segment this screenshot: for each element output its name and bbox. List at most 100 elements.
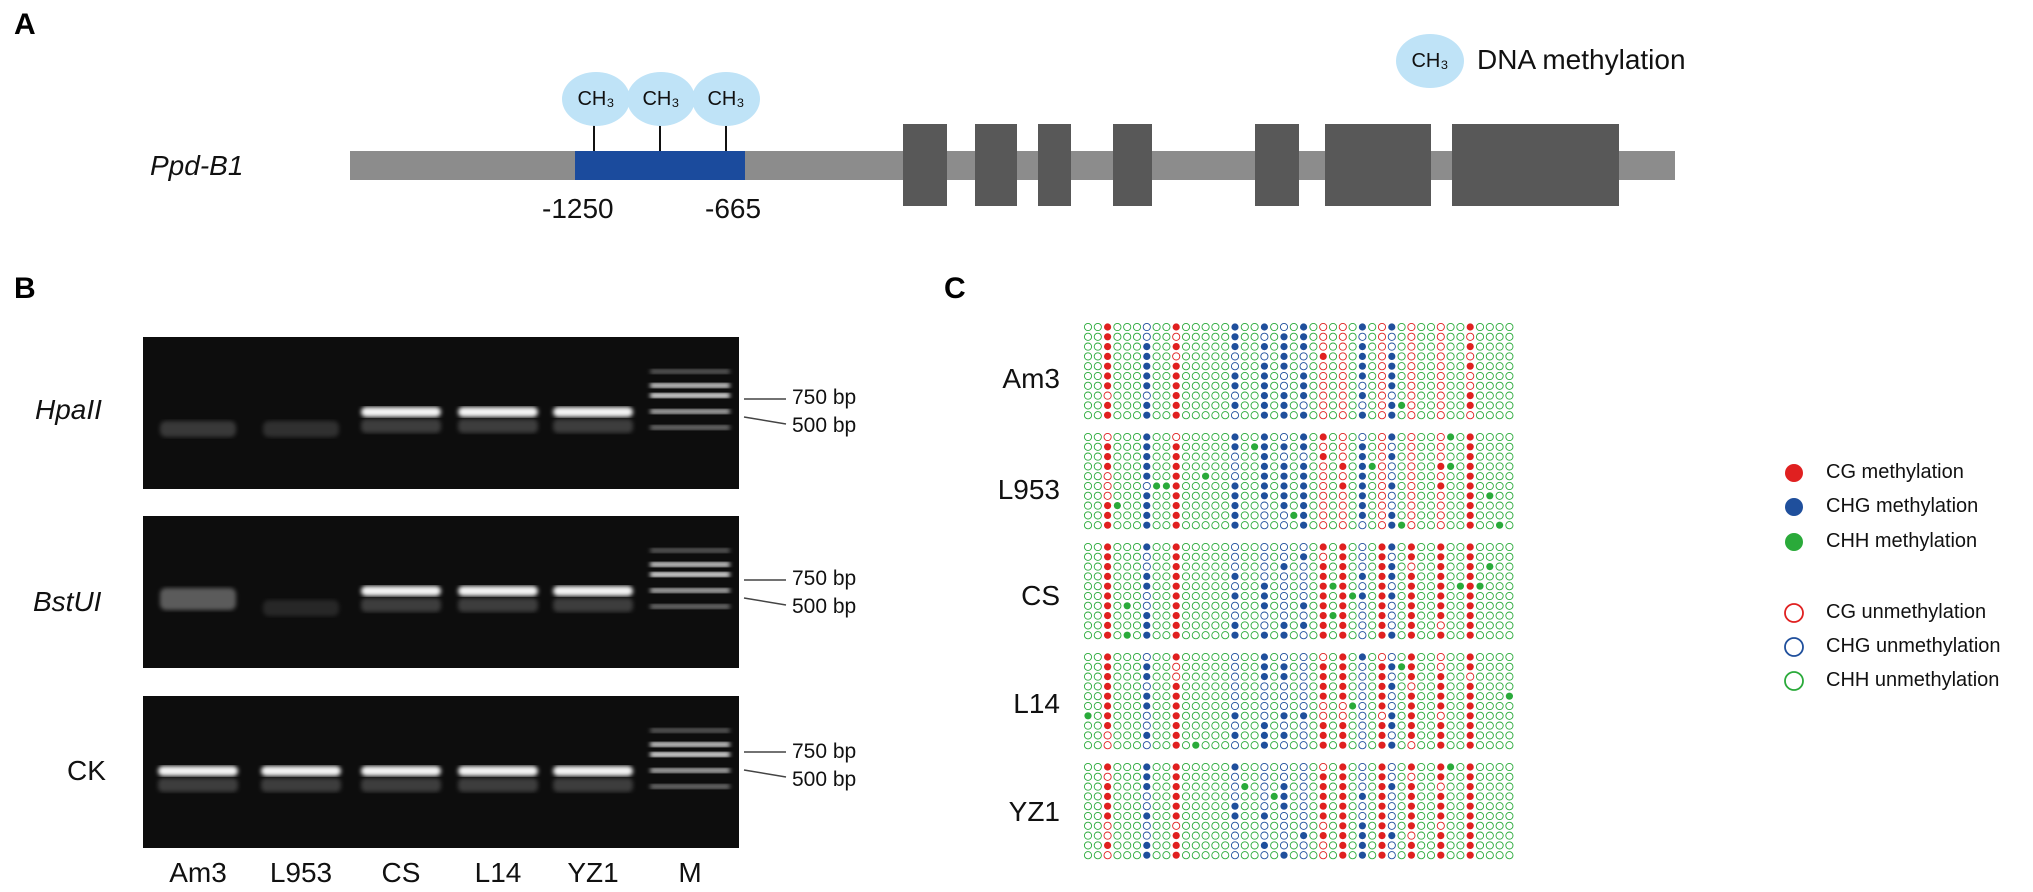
cytosine-site [1368, 821, 1377, 830]
cytosine-site [1142, 591, 1151, 601]
marker-leader-lines [743, 398, 787, 778]
cytosine-site [1505, 411, 1514, 420]
cytosine-site [1104, 443, 1112, 451]
cytosine-site [1152, 762, 1161, 772]
cytosine-site [1260, 792, 1269, 801]
band-smear [458, 419, 538, 433]
cytosine-site [1142, 711, 1151, 720]
cytosine-site [1260, 682, 1269, 691]
cytosine-site [1466, 472, 1474, 480]
cytosine-site [1496, 521, 1504, 529]
cytosine-site [1417, 401, 1426, 410]
cytosine-site [1309, 391, 1318, 400]
cytosine-site [1328, 401, 1338, 410]
cytosine-site [1387, 851, 1396, 860]
cytosine-site [1456, 462, 1465, 471]
cytosine-site [1485, 401, 1494, 410]
cytosine-site [1378, 741, 1386, 749]
cytosine-site [1446, 582, 1455, 591]
cytosine-site [1132, 442, 1142, 451]
cytosine-site [1495, 462, 1504, 471]
cytosine-site [1221, 821, 1230, 830]
cytosine-site [1358, 552, 1367, 561]
cytosine-site [1475, 332, 1485, 341]
cytosine-site [1417, 802, 1426, 811]
cytosine-site [1201, 521, 1210, 530]
cytosine-site [1407, 371, 1416, 381]
cytosine-site [1368, 701, 1377, 711]
cytosine-site [1417, 692, 1426, 701]
cytosine-site [1221, 511, 1230, 520]
cytosine-site [1289, 682, 1298, 691]
cytosine-site [1201, 371, 1210, 381]
cytosine-site [1211, 701, 1220, 711]
cytosine-site [1083, 601, 1093, 610]
cytosine-site [1485, 332, 1494, 341]
cytosine-site [1426, 811, 1436, 821]
cytosine-site [1162, 542, 1171, 552]
cytosine-site [1231, 712, 1239, 720]
cytosine-site [1426, 371, 1436, 381]
cytosine-site [1250, 511, 1259, 520]
cytosine-site [1388, 401, 1396, 409]
cytosine-site [1113, 782, 1122, 791]
cytosine-site [1191, 802, 1200, 811]
cytosine-site [1505, 682, 1514, 691]
cytosine-site [1084, 712, 1092, 720]
cytosine-site [1437, 553, 1445, 561]
cytosine-site [1388, 433, 1396, 441]
cytosine-site [1407, 612, 1415, 620]
cytosine-site [1191, 611, 1200, 620]
cytosine-site [1475, 552, 1485, 561]
cytosine-site [1260, 433, 1268, 441]
cytosine-site [1319, 711, 1328, 720]
cytosine-site [1397, 332, 1406, 341]
cytosine-site [1172, 511, 1180, 519]
cytosine-site [1143, 453, 1151, 461]
cytosine-site [1339, 602, 1347, 610]
cytosine-site [1093, 552, 1102, 561]
cytosine-site [1211, 501, 1220, 510]
cytosine-site [1142, 601, 1151, 610]
region-start-label: -1250 [542, 193, 614, 224]
cytosine-site [1191, 831, 1200, 840]
cytosine-site [1348, 792, 1357, 801]
cytosine-site [1368, 621, 1377, 630]
cytosine-site [1446, 342, 1455, 351]
cytosine-site [1260, 851, 1269, 860]
cytosine-site [1319, 692, 1327, 700]
cytosine-site [1358, 762, 1367, 772]
cytosine-site [1475, 692, 1485, 701]
cytosine-site [1123, 552, 1132, 561]
cytosine-site [1475, 572, 1485, 581]
cytosine-site [1113, 462, 1122, 471]
cytosine-site [1191, 472, 1200, 481]
cytosine-site [1211, 452, 1220, 461]
cytosine-site [1495, 831, 1504, 840]
marker-band [650, 742, 730, 747]
cytosine-site [1495, 371, 1504, 381]
cytosine-site [1280, 673, 1288, 681]
cytosine-site [1221, 352, 1230, 361]
cytosine-site [1083, 511, 1093, 520]
cytosine-site [1231, 343, 1239, 351]
cytosine-site [1358, 332, 1367, 341]
cytosine-site [1250, 562, 1259, 571]
cytosine-site [1378, 543, 1386, 551]
cytosine-site [1152, 552, 1161, 561]
cytosine-site [1093, 782, 1102, 791]
cytosine-site [1231, 502, 1239, 510]
cytosine-site [1083, 741, 1093, 750]
cytosine-site [1211, 481, 1220, 491]
cytosine-site [1270, 762, 1279, 772]
cytosine-site [1250, 452, 1259, 461]
cytosine-site [1093, 652, 1102, 662]
cytosine-site [1407, 411, 1416, 420]
cytosine-site [1475, 521, 1485, 530]
cytosine-site [1240, 552, 1249, 561]
cytosine-site [1143, 472, 1151, 480]
cytosine-site [1103, 432, 1112, 442]
cytosine-site [1436, 342, 1445, 351]
cytosine-site [1231, 631, 1239, 639]
cytosine-site [1083, 552, 1093, 561]
